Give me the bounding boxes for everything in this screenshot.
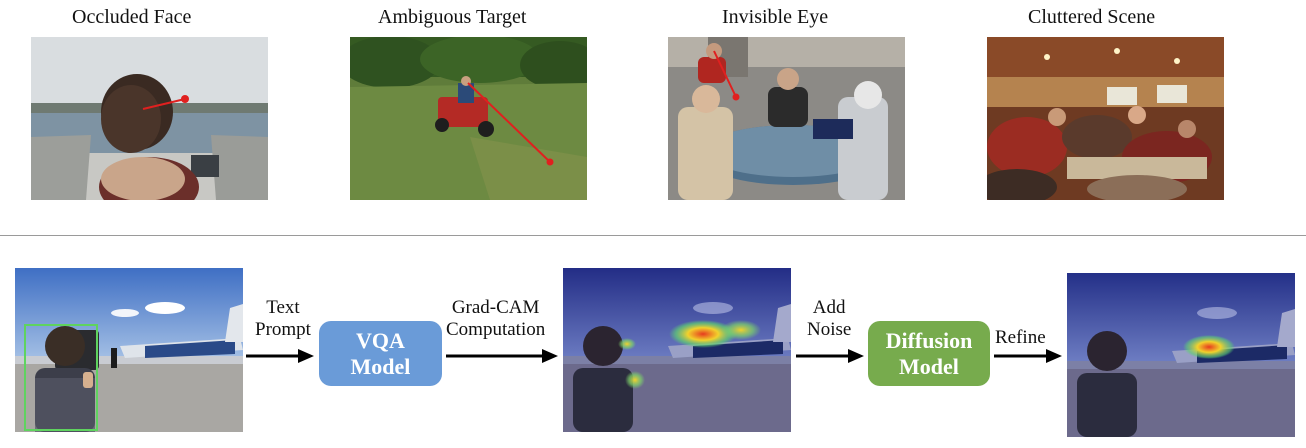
text-prompt-line2: Prompt	[255, 319, 311, 340]
text-prompt-line1: Text	[266, 297, 300, 318]
input-image	[15, 268, 243, 432]
vqa-model-line2: Model	[350, 353, 411, 379]
gradcam-heatmap-image	[563, 268, 791, 432]
gradcam-label: Grad-CAM Computation	[446, 297, 545, 341]
refine-label: Refine	[995, 327, 1046, 348]
cluttered-scene-image	[987, 37, 1224, 200]
add-noise-label: Add Noise	[807, 297, 851, 341]
caption-cluttered-scene: Cluttered Scene	[1028, 6, 1156, 28]
arrow-to-vqa	[246, 346, 314, 366]
arrow-to-refined	[994, 346, 1062, 366]
diffusion-model-line2: Model	[899, 353, 959, 379]
occluded-face-image	[31, 37, 268, 200]
arrow-to-gradcam	[446, 346, 558, 366]
caption-invisible-eye: Invisible Eye	[722, 6, 829, 28]
section-divider	[0, 235, 1306, 236]
caption-occluded-face: Occluded Face	[72, 6, 192, 28]
add-noise-line2: Noise	[807, 319, 852, 340]
caption-ambiguous-target: Ambiguous Target	[378, 6, 527, 28]
refined-output-image	[1067, 273, 1295, 437]
diffusion-model-box: Diffusion Model	[868, 321, 990, 386]
gradcam-line2: Computation	[446, 319, 546, 340]
diffusion-model-line1: Diffusion	[885, 327, 973, 353]
vqa-model-line1: VQA	[356, 327, 405, 353]
add-noise-line1: Add	[812, 297, 846, 318]
arrow-to-diffusion	[796, 346, 864, 366]
text-prompt-label: Text Prompt	[255, 297, 311, 341]
ambiguous-target-image	[350, 37, 587, 200]
invisible-eye-image	[668, 37, 905, 200]
vqa-model-box: VQA Model	[319, 321, 442, 386]
gradcam-line1: Grad-CAM	[451, 297, 540, 318]
